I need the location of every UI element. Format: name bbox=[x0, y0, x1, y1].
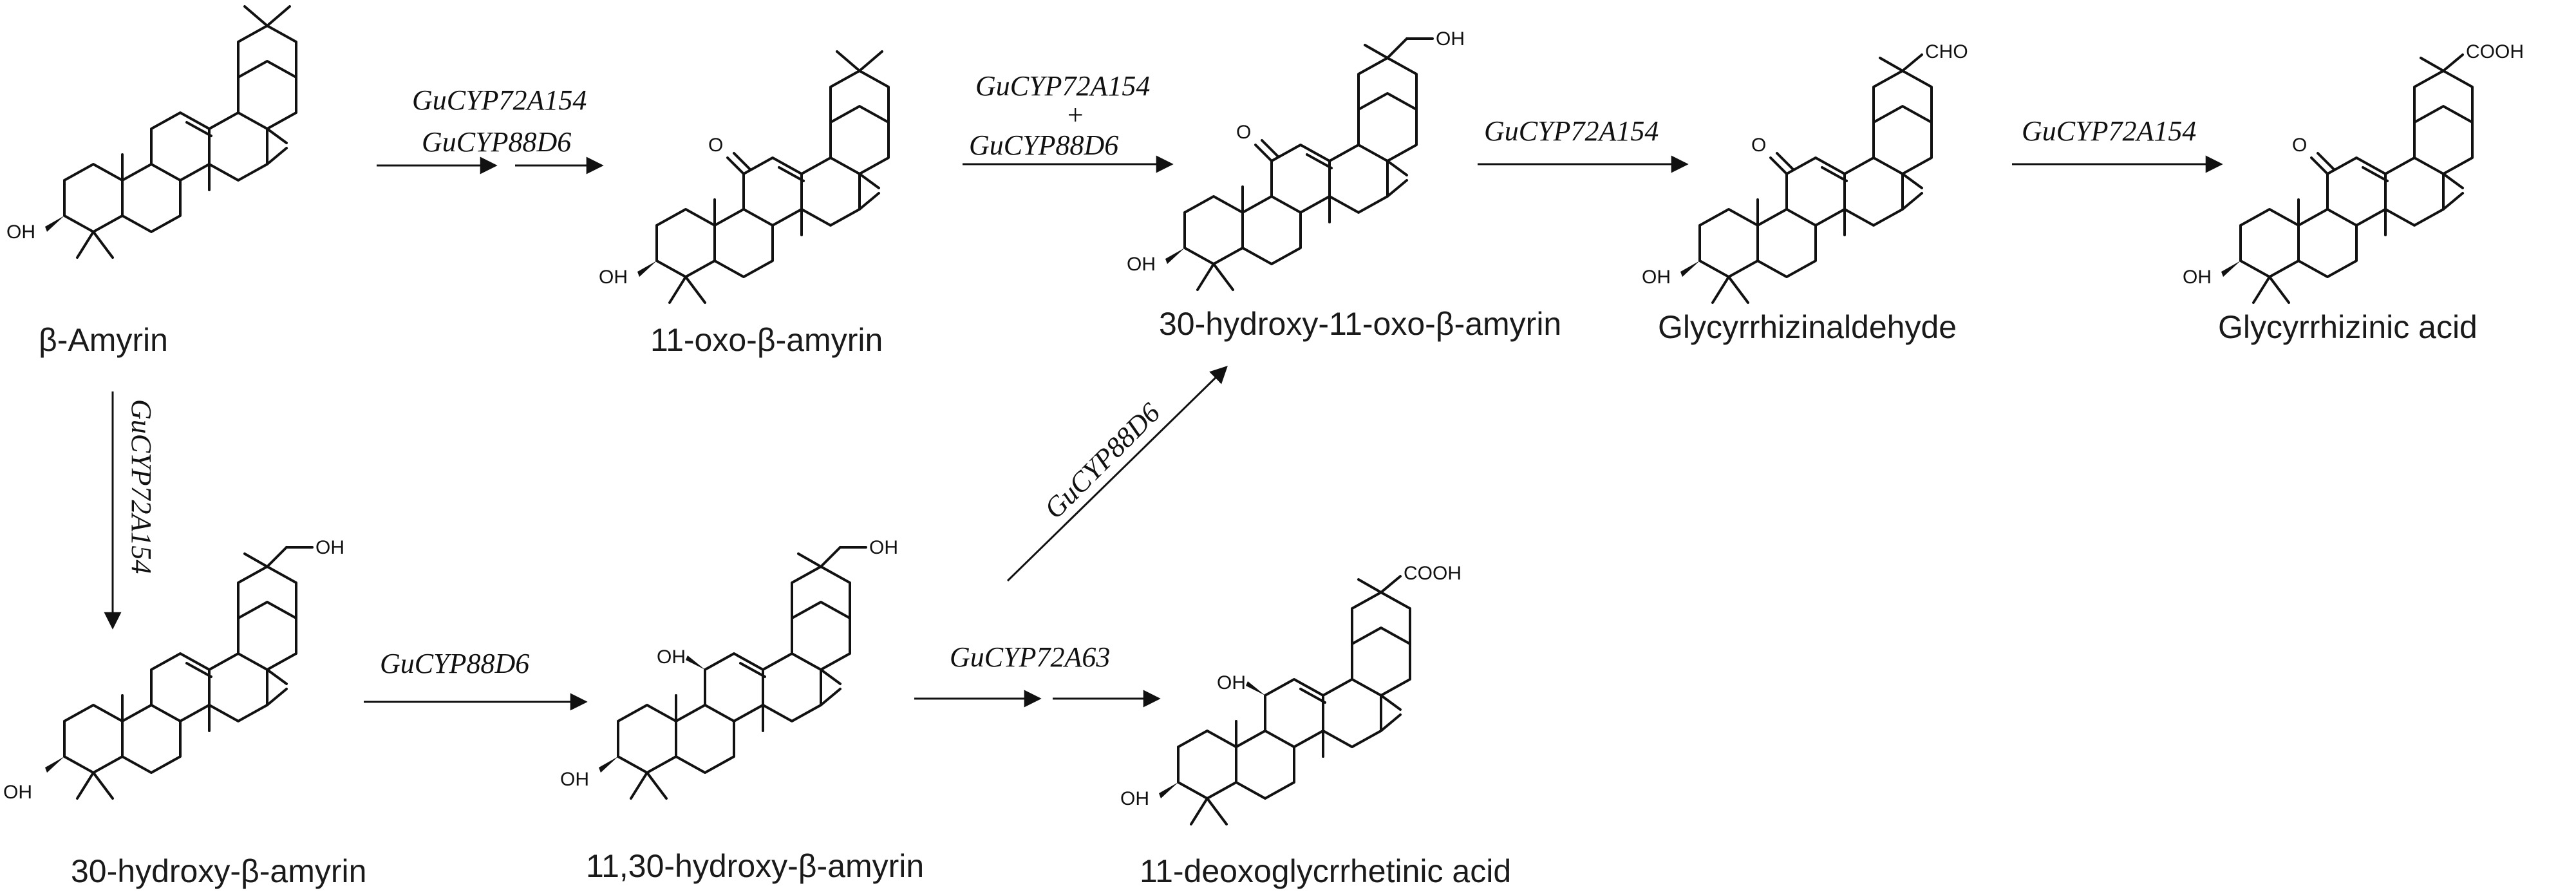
oh-label: OH bbox=[869, 537, 898, 558]
enzyme-label-diagonal: GuCYP88D6 bbox=[1038, 397, 1166, 525]
label-11-oxo-beta-amyrin: 11-oxo-β-amyrin bbox=[650, 322, 883, 358]
label-30-hydroxy-11-oxo-beta-amyrin: 30-hydroxy-11-oxo-β-amyrin bbox=[1159, 306, 1561, 342]
cooh-label: COOH bbox=[2466, 41, 2524, 62]
label-glycyrrhizinaldehyde: Glycyrrhizinaldehyde bbox=[1658, 309, 1957, 345]
oh-label: OH bbox=[657, 646, 686, 668]
structure-30-hydroxy-beta-amyrin: OH OH bbox=[3, 537, 344, 803]
label-glycyrrhizinic-acid: Glycyrrhizinic acid bbox=[2218, 309, 2477, 345]
enzyme-label-vertical: GuCYP72A154 bbox=[126, 399, 157, 574]
label-11-deoxoglycrrhetinic-acid: 11-deoxoglycrrhetinic acid bbox=[1140, 853, 1511, 889]
oh-label: OH bbox=[1127, 254, 1156, 275]
structure-11-deoxoglycrrhetinic-acid: OH COOH OH bbox=[1120, 563, 1462, 825]
structure-11-30-hydroxy-beta-amyrin: OH OH OH bbox=[560, 537, 898, 800]
oh-label: OH bbox=[1642, 267, 1671, 288]
structure-30-hydroxy-11-oxo-beta-amyrin: O OH OH bbox=[1127, 28, 1465, 291]
enzyme-label: GuCYP88D6 bbox=[380, 648, 529, 679]
oxo-o-label: O bbox=[1751, 135, 1766, 156]
enzyme-label: GuCYP72A154 bbox=[2022, 115, 2196, 147]
enzyme-label: GuCYP72A154 bbox=[975, 70, 1150, 102]
oh-label: OH bbox=[1436, 28, 1465, 50]
oh-label: OH bbox=[560, 769, 589, 790]
oh-label: OH bbox=[3, 782, 32, 803]
label-30-hydroxy-beta-amyrin: 30-hydroxy-β-amyrin bbox=[71, 853, 366, 889]
oxo-o-label: O bbox=[1236, 122, 1251, 143]
arrow-11-30-hydroxy-to-hydroxy-oxo bbox=[1006, 366, 1228, 582]
label-11-30-hydroxy-beta-amyrin: 11,30-hydroxy-β-amyrin bbox=[586, 848, 924, 884]
structure-glycyrrhizinic-acid: O COOH OH bbox=[2183, 41, 2524, 304]
oh-label: OH bbox=[315, 537, 344, 558]
enzyme-label: GuCYP72A154 bbox=[1484, 115, 1659, 147]
enzyme-plus: + bbox=[1066, 99, 1085, 131]
label-beta-amyrin: β-Amyrin bbox=[39, 322, 168, 358]
structure-11-oxo-beta-amyrin: O OH bbox=[599, 50, 890, 304]
oxo-o-label: O bbox=[2292, 135, 2307, 156]
cooh-label: COOH bbox=[1404, 563, 1462, 584]
enzyme-label: GuCYP88D6 bbox=[969, 129, 1118, 161]
enzyme-label: GuCYP88D6 bbox=[422, 126, 571, 158]
structure-beta-amyrin: OH bbox=[6, 5, 297, 259]
structure-glycyrrhizinaldehyde: O CHO OH bbox=[1642, 41, 1968, 304]
oh-label: OH bbox=[6, 221, 35, 243]
enzyme-label: GuCYP72A63 bbox=[950, 641, 1110, 673]
oh-label: OH bbox=[2183, 267, 2212, 288]
enzyme-label: GuCYP72A154 bbox=[412, 84, 587, 116]
oxo-o-label: O bbox=[708, 135, 723, 156]
cho-label: CHO bbox=[1925, 41, 1968, 62]
oh-label: OH bbox=[599, 267, 628, 288]
oh-label: OH bbox=[1120, 788, 1149, 809]
oh-label: OH bbox=[1217, 672, 1246, 693]
